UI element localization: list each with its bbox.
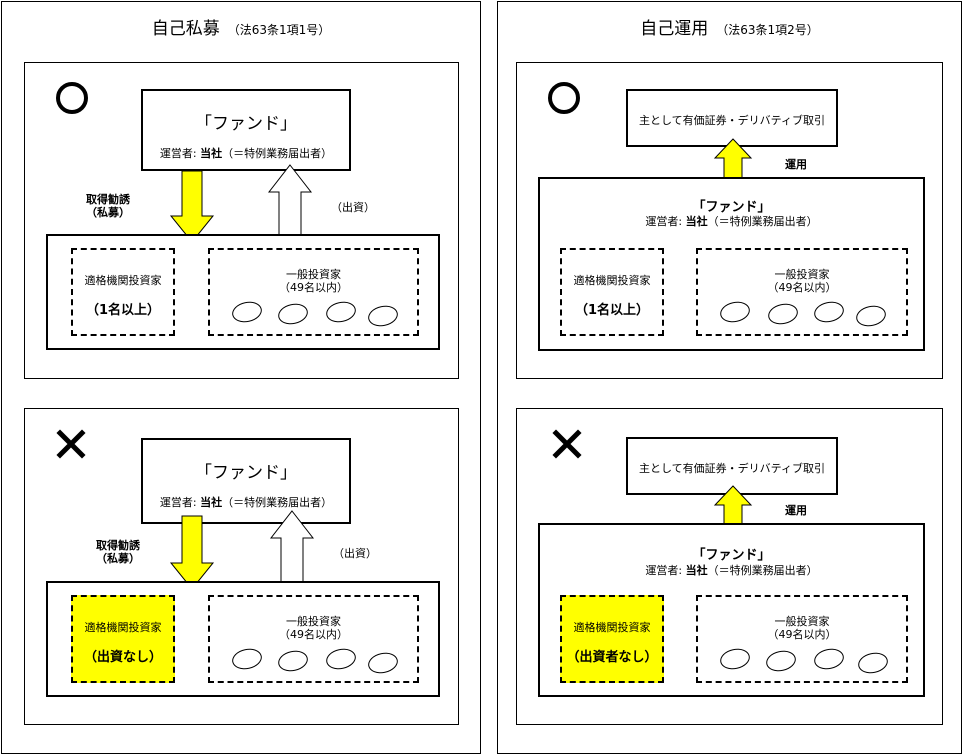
operator-suffix: （＝特例業務届出者）	[707, 215, 818, 228]
fund-box: 「ファンド」 運営者: 当社（＝特例業務届出者）	[141, 438, 351, 524]
general-investor-box: 一般投資家 （49名以内）	[208, 248, 419, 336]
fund-name: 「ファンド」	[692, 200, 771, 215]
investor-oval	[366, 303, 400, 329]
investor-oval	[812, 299, 846, 325]
operator-prefix: 運営者:	[645, 215, 686, 228]
fund-name: 「ファンド」	[692, 548, 771, 563]
fund-operator: 運営者: 当社（＝特例業務届出者）	[540, 562, 923, 578]
operator-prefix: 運営者:	[159, 147, 201, 160]
solicit-label-line2: （私募）	[96, 552, 140, 565]
manage-label: 運用	[785, 158, 807, 171]
qii-box: 適格機関投資家 （1名以上）	[560, 248, 664, 336]
left-column-title: 自己私募 （法63条1項1号）	[1, 14, 481, 39]
cross-mark	[552, 429, 582, 459]
trading-target-label: 主として有価証券・デリバティブ取引	[638, 462, 825, 475]
general-note: （49名以内）	[279, 281, 348, 294]
qii-note: （出資なし）	[83, 650, 162, 665]
solicit-arrow	[169, 170, 215, 243]
solicit-label-line1: 取得勧誘	[96, 539, 140, 552]
circle-mark	[56, 82, 88, 114]
investor-oval	[230, 646, 264, 672]
solicit-label-line1: 取得勧誘	[86, 193, 130, 206]
fund-operator: 運営者: 当社（＝特例業務届出者）	[143, 145, 349, 161]
investor-oval	[718, 299, 752, 325]
investor-oval	[856, 650, 890, 676]
qii-box: 適格機関投資家 （1名以上）	[71, 248, 175, 336]
invest-arrow	[269, 510, 315, 589]
qii-label: 適格機関投資家	[84, 621, 162, 634]
trading-target-label: 主として有価証券・デリバティブ取引	[638, 114, 825, 127]
qii-label: 適格機関投資家	[573, 274, 651, 287]
general-investor-box: 一般投資家 （49名以内）	[696, 248, 908, 336]
operator-suffix: （＝特例業務届出者）	[222, 496, 333, 509]
general-investor-box: 一般投資家 （49名以内）	[208, 595, 419, 683]
investor-oval	[324, 646, 358, 672]
general-label: 一般投資家	[286, 268, 341, 281]
solicit-label-line2: （私募）	[86, 206, 130, 219]
invest-arrow	[267, 164, 313, 243]
fund-operator: 運営者: 当社（＝特例業務届出者）	[540, 213, 923, 229]
solicit-arrow	[169, 515, 215, 590]
fund-name: 「ファンド」	[195, 463, 297, 483]
circle-mark	[548, 82, 580, 114]
general-note: （49名以内）	[767, 628, 837, 641]
investor-oval	[854, 303, 888, 329]
investor-oval	[766, 301, 800, 327]
invest-label: （出資）	[333, 547, 377, 560]
fund-box: 「ファンド」 運営者: 当社（＝特例業務届出者）	[141, 89, 351, 171]
general-label: 一般投資家	[774, 615, 830, 628]
general-investor-box: 一般投資家 （49名以内）	[696, 595, 908, 683]
operator-name: 当社	[200, 496, 223, 509]
qii-note: （1名以上）	[85, 303, 161, 318]
general-label: 一般投資家	[286, 615, 341, 628]
qii-note: （1名以上）	[574, 303, 650, 318]
right-title-text: 自己運用	[640, 19, 709, 39]
manage-label: 運用	[785, 504, 807, 517]
investor-oval	[366, 650, 400, 676]
operator-prefix: 運営者:	[645, 564, 686, 577]
fund-operator: 運営者: 当社（＝特例業務届出者）	[143, 494, 349, 510]
operator-prefix: 運営者:	[159, 496, 201, 509]
solicit-label: 取得勧誘 （私募）	[78, 193, 138, 219]
investor-oval	[276, 301, 310, 327]
solicit-label: 取得勧誘 （私募）	[88, 539, 148, 565]
qii-box: 適格機関投資家 （出資者なし）	[560, 595, 664, 683]
left-title-text: 自己私募	[151, 19, 220, 39]
left-title-ref: （法63条1項1号）	[227, 23, 331, 37]
operator-suffix: （＝特例業務届出者）	[707, 564, 818, 577]
operator-name: 当社	[685, 215, 708, 228]
general-note: （49名以内）	[279, 628, 348, 641]
right-title-ref: （法63条1項2号）	[716, 23, 819, 37]
general-label: 一般投資家	[774, 268, 830, 281]
investor-oval	[324, 299, 358, 325]
investor-oval	[812, 646, 846, 672]
qii-box: 適格機関投資家 （出資なし）	[71, 595, 175, 683]
qii-note: （出資者なし）	[566, 650, 658, 665]
operator-name: 当社	[200, 147, 223, 160]
qii-label: 適格機関投資家	[84, 274, 162, 287]
cross-mark	[56, 429, 86, 459]
right-column-title: 自己運用 （法63条1項2号）	[497, 14, 962, 39]
trading-target-box: 主として有価証券・デリバティブ取引	[626, 89, 838, 147]
qii-label: 適格機関投資家	[573, 621, 651, 634]
general-note: （49名以内）	[767, 281, 837, 294]
operator-name: 当社	[685, 564, 708, 577]
investor-oval	[230, 299, 264, 325]
investor-oval	[276, 648, 310, 674]
fund-name: 「ファンド」	[195, 114, 297, 134]
invest-label: （出資）	[331, 201, 375, 214]
investor-oval	[718, 646, 752, 672]
investor-oval	[764, 648, 798, 674]
operator-suffix: （＝特例業務届出者）	[222, 147, 333, 160]
